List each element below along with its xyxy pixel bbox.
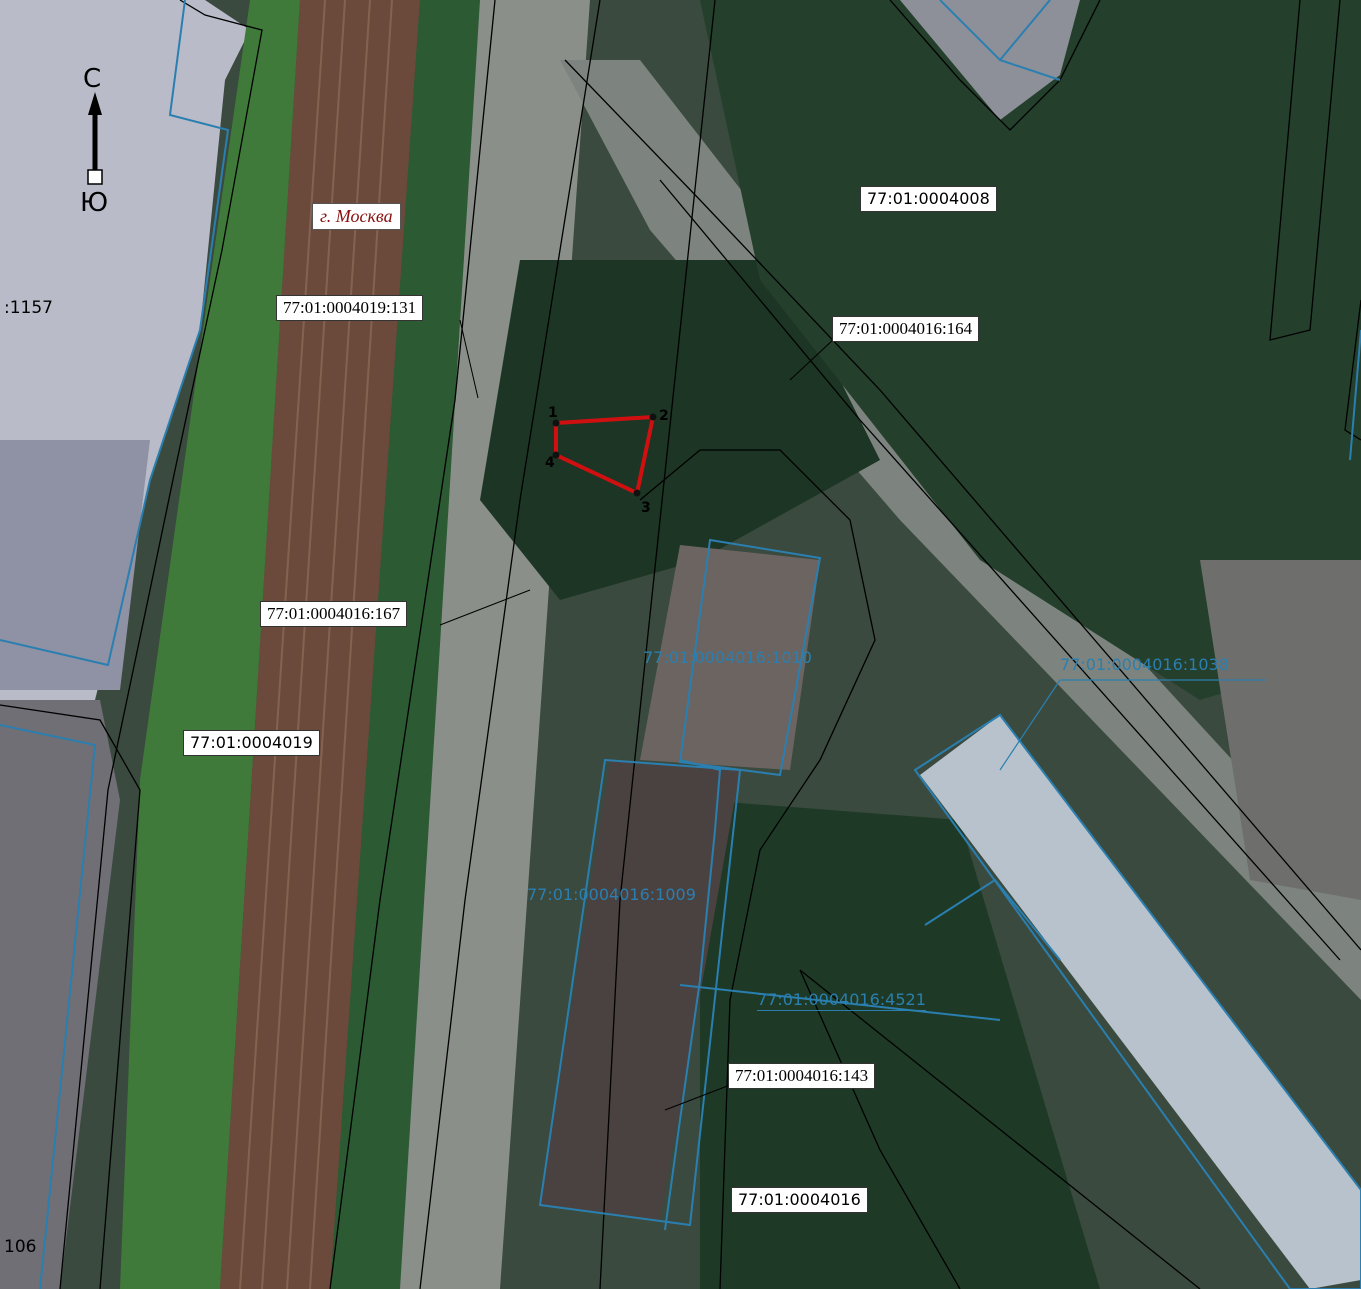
parcel-label-1157: :1157 bbox=[4, 298, 53, 318]
tree-belt bbox=[330, 0, 480, 1289]
parcel-label-4016-4521: 77:01:0004016:4521 bbox=[757, 990, 926, 1011]
building-north bbox=[900, 0, 1080, 120]
leader-lines bbox=[439, 319, 836, 1111]
lower-left-block bbox=[0, 700, 120, 1289]
building-center-lower bbox=[540, 760, 740, 1220]
boundary-vertices bbox=[552, 413, 657, 497]
north-arrow-icon bbox=[87, 92, 103, 185]
vertex-4-label: 4 bbox=[545, 455, 555, 471]
vertex-2-label: 2 bbox=[659, 408, 669, 424]
trees-south bbox=[700, 800, 1100, 1289]
vertex-1-label: 1 bbox=[548, 405, 558, 421]
parcel-label-4016-1009: 77:01:0004016:1009 bbox=[527, 885, 696, 904]
industrial-roof-shadow bbox=[0, 440, 150, 690]
compass-south-label: Ю bbox=[80, 188, 109, 218]
parcel-label-4016-143: 77:01:0004016:143 bbox=[728, 1063, 876, 1089]
vertex-3 bbox=[633, 489, 641, 497]
parcel-label-4016-167: 77:01:0004016:167 bbox=[260, 601, 408, 627]
parcel-label-106: 106 bbox=[4, 1237, 37, 1257]
vertex-3-label: 3 bbox=[641, 500, 651, 516]
vertex-1 bbox=[552, 419, 560, 427]
parking-area bbox=[1200, 560, 1361, 900]
quarter-label-4008: 77:01:0004008 bbox=[860, 186, 997, 212]
vertex-2 bbox=[649, 413, 657, 421]
building-center-upper bbox=[640, 545, 820, 770]
parcel-label-4016-164: 77:01:0004016:164 bbox=[832, 316, 980, 342]
city-label: г. Москва bbox=[312, 203, 401, 230]
quarter-label-4016: 77:01:0004016 bbox=[731, 1187, 868, 1213]
compass-north-label: С bbox=[83, 64, 102, 94]
green-strip bbox=[120, 0, 300, 1289]
parcel-label-4019-131: 77:01:0004019:131 bbox=[276, 295, 424, 321]
railway bbox=[220, 0, 420, 1289]
trees-center bbox=[480, 260, 880, 600]
vertex-4 bbox=[552, 451, 560, 459]
trees-north bbox=[700, 0, 1361, 700]
blue-leader-lines bbox=[999, 679, 1265, 771]
building-southeast bbox=[920, 715, 1361, 1289]
parcel-label-4016-1010: 77:01:0004016:1010 bbox=[643, 648, 812, 667]
quarter-label-4019: 77:01:0004019 bbox=[183, 730, 320, 756]
parcel-label-4016-1038: 77:01:0004016:1038 bbox=[1060, 655, 1229, 674]
